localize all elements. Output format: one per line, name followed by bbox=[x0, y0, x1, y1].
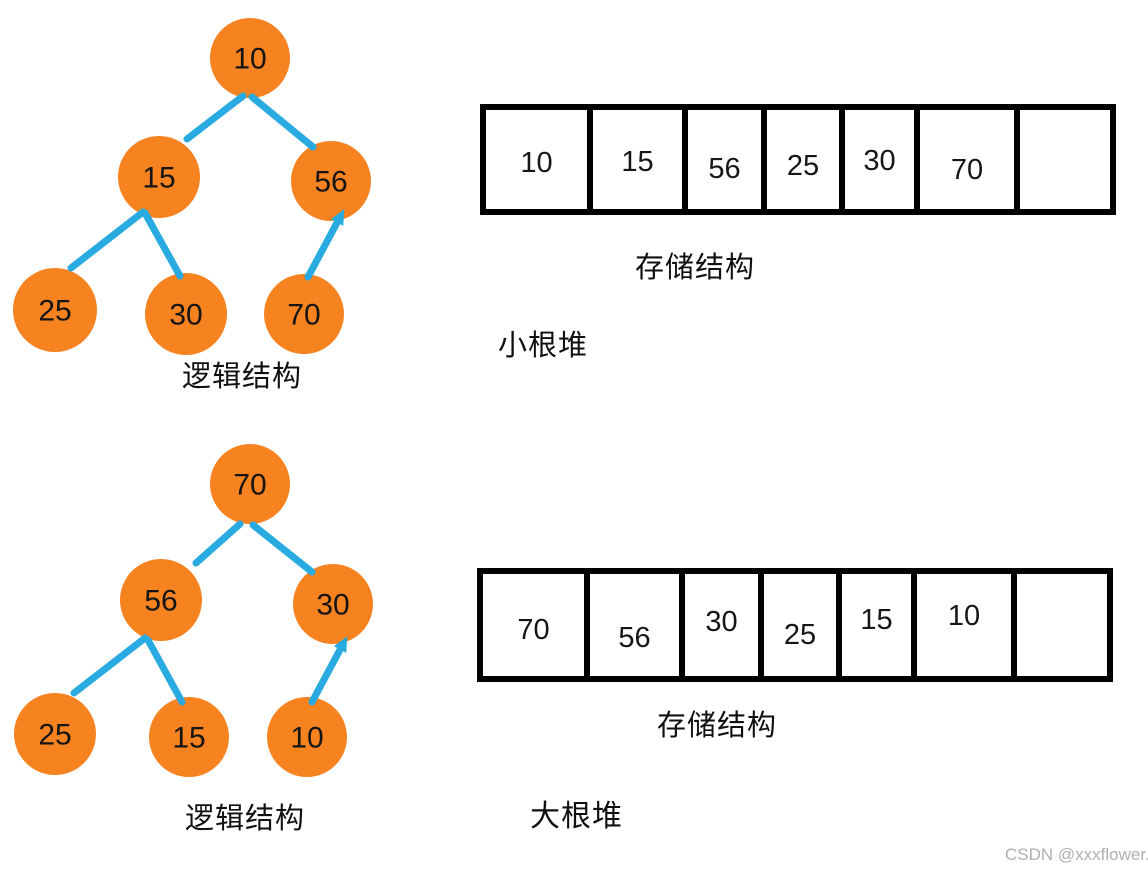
array-cell-value: 70 bbox=[517, 613, 550, 646]
array-cell: 70 bbox=[477, 568, 590, 682]
min-heap-node-30 bbox=[145, 273, 227, 355]
tree-edge-70-56 bbox=[304, 215, 343, 281]
max-heap-node-70 bbox=[210, 444, 290, 524]
tree-edge-56-25 bbox=[70, 634, 149, 697]
min-heap-node-25 bbox=[13, 268, 97, 352]
array-cell-value: 15 bbox=[860, 603, 893, 636]
array-cell-value: 70 bbox=[950, 154, 984, 186]
min-heap-node-56 bbox=[291, 141, 371, 221]
max-heap-node-15 bbox=[149, 697, 229, 777]
array-cell: 15 bbox=[836, 568, 917, 682]
tree-edge-10-30 bbox=[308, 642, 346, 706]
array-cell-value: 10 bbox=[520, 147, 553, 179]
array-cell: 56 bbox=[584, 568, 685, 682]
tree-edge-15-30 bbox=[141, 209, 184, 280]
array-cell-empty bbox=[1014, 104, 1116, 215]
max-heap-node-30 bbox=[293, 564, 373, 644]
min-heap-node-70 bbox=[264, 274, 344, 354]
array-cell: 15 bbox=[587, 104, 688, 215]
min-heap-logical-structure-label: 逻辑结构 bbox=[182, 361, 303, 393]
max-heap-caption: 大根堆 bbox=[530, 800, 623, 833]
array-cell: 10 bbox=[480, 104, 593, 215]
max-heap-logical-structure-label: 逻辑结构 bbox=[185, 803, 306, 835]
array-cell: 25 bbox=[761, 104, 845, 215]
min-heap-storage-structure-label: 存储结构 bbox=[635, 252, 756, 284]
array-cell: 56 bbox=[682, 104, 767, 215]
min-heap-caption: 小根堆 bbox=[498, 330, 589, 362]
array-cell-value: 25 bbox=[786, 150, 820, 182]
tree-edge-15-25 bbox=[67, 208, 147, 272]
min-heap-node-15 bbox=[118, 136, 200, 218]
max-heap-node-56 bbox=[120, 559, 202, 641]
tree-node-value: 70 bbox=[233, 469, 266, 502]
tree-node-value: 30 bbox=[169, 299, 202, 332]
tree-node-value: 30 bbox=[316, 589, 349, 622]
array-cell-value: 30 bbox=[705, 605, 738, 638]
csdn-watermark: CSDN @xxxflower. bbox=[1005, 845, 1148, 864]
max-heap-storage-array: 70 56 30 25 15 10 bbox=[477, 568, 1113, 682]
array-cell-value: 56 bbox=[618, 621, 651, 654]
tree-edge-56-15 bbox=[144, 636, 186, 706]
tree-node-value: 15 bbox=[142, 162, 175, 195]
min-heap-storage-array: 10 15 56 25 30 70 bbox=[480, 104, 1116, 215]
array-cell-value: 10 bbox=[947, 599, 981, 632]
array-cell: 25 bbox=[758, 568, 842, 682]
max-heap-storage-structure-label: 存储结构 bbox=[657, 710, 778, 742]
tree-node-value: 56 bbox=[144, 585, 177, 618]
min-heap-node-10 bbox=[210, 18, 290, 98]
max-heap-node-25 bbox=[14, 693, 96, 775]
tree-edge-70-56 bbox=[192, 520, 244, 567]
array-cell-value: 56 bbox=[708, 153, 741, 185]
tree-node-value: 70 bbox=[287, 299, 320, 332]
tree-edge-10-15 bbox=[183, 92, 247, 143]
tree-node-value: 56 bbox=[314, 166, 347, 199]
array-cell: 10 bbox=[911, 568, 1017, 682]
array-cell-value: 15 bbox=[621, 146, 654, 178]
array-cell: 30 bbox=[679, 568, 764, 682]
array-cell-empty bbox=[1011, 568, 1113, 682]
array-cell-value: 30 bbox=[863, 145, 896, 177]
tree-edge-10-56 bbox=[248, 93, 317, 151]
arrowhead-icon bbox=[330, 209, 345, 226]
arrowhead-icon bbox=[333, 636, 348, 653]
array-cell-value: 25 bbox=[783, 618, 817, 651]
array-cell: 70 bbox=[914, 104, 1020, 215]
tree-node-value: 10 bbox=[290, 722, 323, 755]
tree-node-value: 15 bbox=[172, 722, 205, 755]
tree-node-value: 10 bbox=[233, 43, 266, 76]
tree-node-value: 25 bbox=[38, 295, 71, 328]
max-heap-node-10 bbox=[267, 697, 347, 777]
tree-edge-70-30 bbox=[249, 521, 316, 576]
tree-node-value: 25 bbox=[38, 719, 71, 752]
array-cell: 30 bbox=[839, 104, 920, 215]
